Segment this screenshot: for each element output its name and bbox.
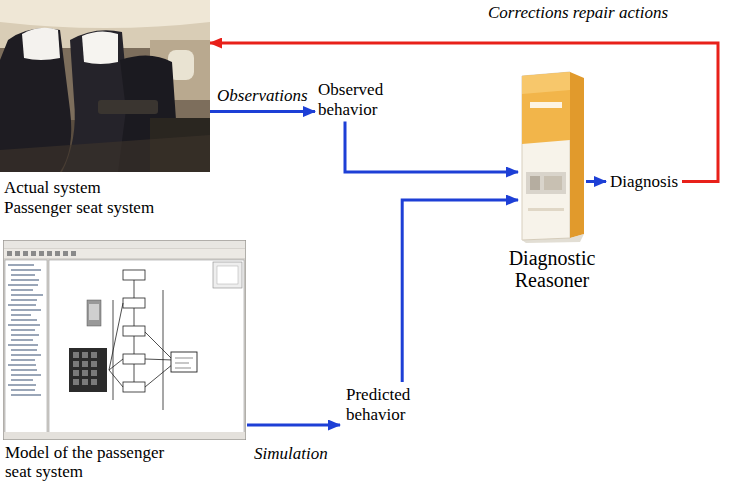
flow-arrow [402,200,518,382]
flow-arrow [345,122,518,172]
text-node: Predicted behavior [346,385,422,424]
flow-arrow [586,180,606,183]
flow-arrow [210,110,315,113]
text-node: Diagnosis [610,172,700,192]
node-text: Actual system Passenger seat system [0,178,172,217]
seat-photo [0,0,210,172]
edge-label: Corrections repair actions [486,3,670,23]
node-text: Predicted behavior [346,385,422,424]
edge-label: Observations [215,86,310,106]
node-text: Diagnosis [610,172,700,192]
text-node: Observed behavior [318,80,394,119]
node-text: Diagnostic Reasoner [497,247,607,291]
feedback-arrow [210,43,718,182]
model-screenshot [3,240,246,440]
flow-arrow [247,424,340,427]
software-box [518,68,586,243]
node-text: Observed behavior [318,80,394,119]
reasoner-node: Diagnostic Reasoner [497,68,607,291]
model-node: Model of the passenger seat system [3,240,248,481]
photo-node: Actual system Passenger seat system [0,0,215,217]
node-text: Model of the passenger seat system [3,444,185,481]
edge-label: Simulation [252,444,330,464]
